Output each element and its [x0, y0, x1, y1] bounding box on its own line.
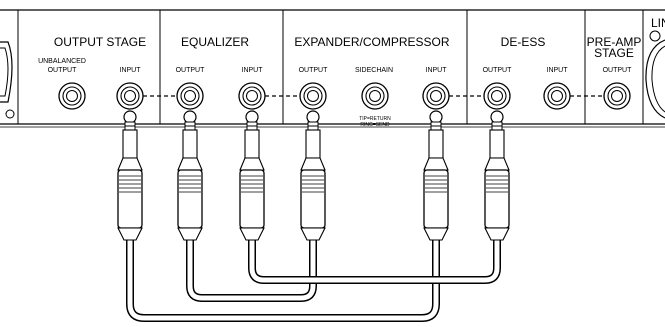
patch-plug-output-stage-input[interactable] — [117, 110, 143, 241]
jack-label-expander-output: OUTPUT — [299, 67, 329, 74]
patch-plug-de-ess-output[interactable] — [484, 110, 510, 241]
jack-expander-output[interactable] — [299, 82, 327, 110]
section-label-output-stage: OUTPUT STAGE — [54, 35, 146, 49]
jack-label-de-ess-output: OUTPUT — [483, 67, 513, 74]
jack-label-sidechain: SIDECHAIN — [355, 67, 393, 74]
right-xlr-connector — [645, 30, 665, 119]
jack-label-pre-amp-output: OUTPUT — [603, 67, 633, 74]
rack-panel — [0, 0, 665, 128]
jack-label-de-ess-input: INPUT — [547, 67, 569, 74]
jack-label-unbalanced: UNBALANCED — [38, 58, 86, 65]
jack-de-ess-output[interactable] — [483, 82, 511, 110]
patch-plug-equalizer-output[interactable] — [177, 110, 203, 241]
jack-equalizer-output[interactable] — [176, 82, 204, 110]
jack-unbalanced-output[interactable] — [58, 82, 86, 110]
jack-label-unbalanced-output: OUTPUT — [48, 67, 78, 74]
section-label-de-ess: DE-ESS — [501, 35, 546, 49]
jack-label-equalizer-input: INPUT — [242, 67, 264, 74]
section-label-pre-amp: PRE-AMP — [587, 35, 642, 49]
jack-expander-input[interactable] — [422, 82, 450, 110]
jack-label-output-stage-input: INPUT — [120, 67, 142, 74]
sidechain-note-ring: RING=SEND — [360, 122, 390, 128]
patch-cable-equalizer-to-de-ess — [248, 235, 501, 284]
jack-equalizer-input[interactable] — [238, 82, 266, 110]
jack-de-ess-input[interactable] — [543, 82, 571, 110]
section-label-expander-compressor: EXPANDER/COMPRESSOR — [294, 35, 449, 49]
sidechain-note-tip: TIP=RETURN — [359, 116, 391, 122]
plugs — [117, 110, 510, 241]
section-label-equalizer: EQUALIZER — [181, 35, 249, 49]
section-label-stage: STAGE — [594, 46, 634, 60]
jack-label-expander-input: INPUT — [426, 67, 448, 74]
patch-cable-equalizer-to-expander — [186, 235, 317, 302]
patch-cables — [126, 235, 501, 322]
jack-output-stage-input[interactable] — [116, 82, 144, 110]
patch-cable-output-stage-to-expander — [126, 235, 440, 322]
jacks — [58, 82, 631, 110]
patch-plug-expander-input[interactable] — [423, 110, 449, 241]
jack-label-equalizer-output: OUTPUT — [176, 67, 206, 74]
jack-pre-amp-output[interactable] — [603, 82, 631, 110]
patch-plug-expander-output[interactable] — [300, 110, 326, 241]
patch-plug-equalizer-input[interactable] — [239, 110, 265, 241]
section-label-line-fragment: LIN — [651, 16, 665, 30]
left-xlr-connector — [0, 41, 15, 119]
jack-sidechain[interactable] — [361, 82, 389, 110]
